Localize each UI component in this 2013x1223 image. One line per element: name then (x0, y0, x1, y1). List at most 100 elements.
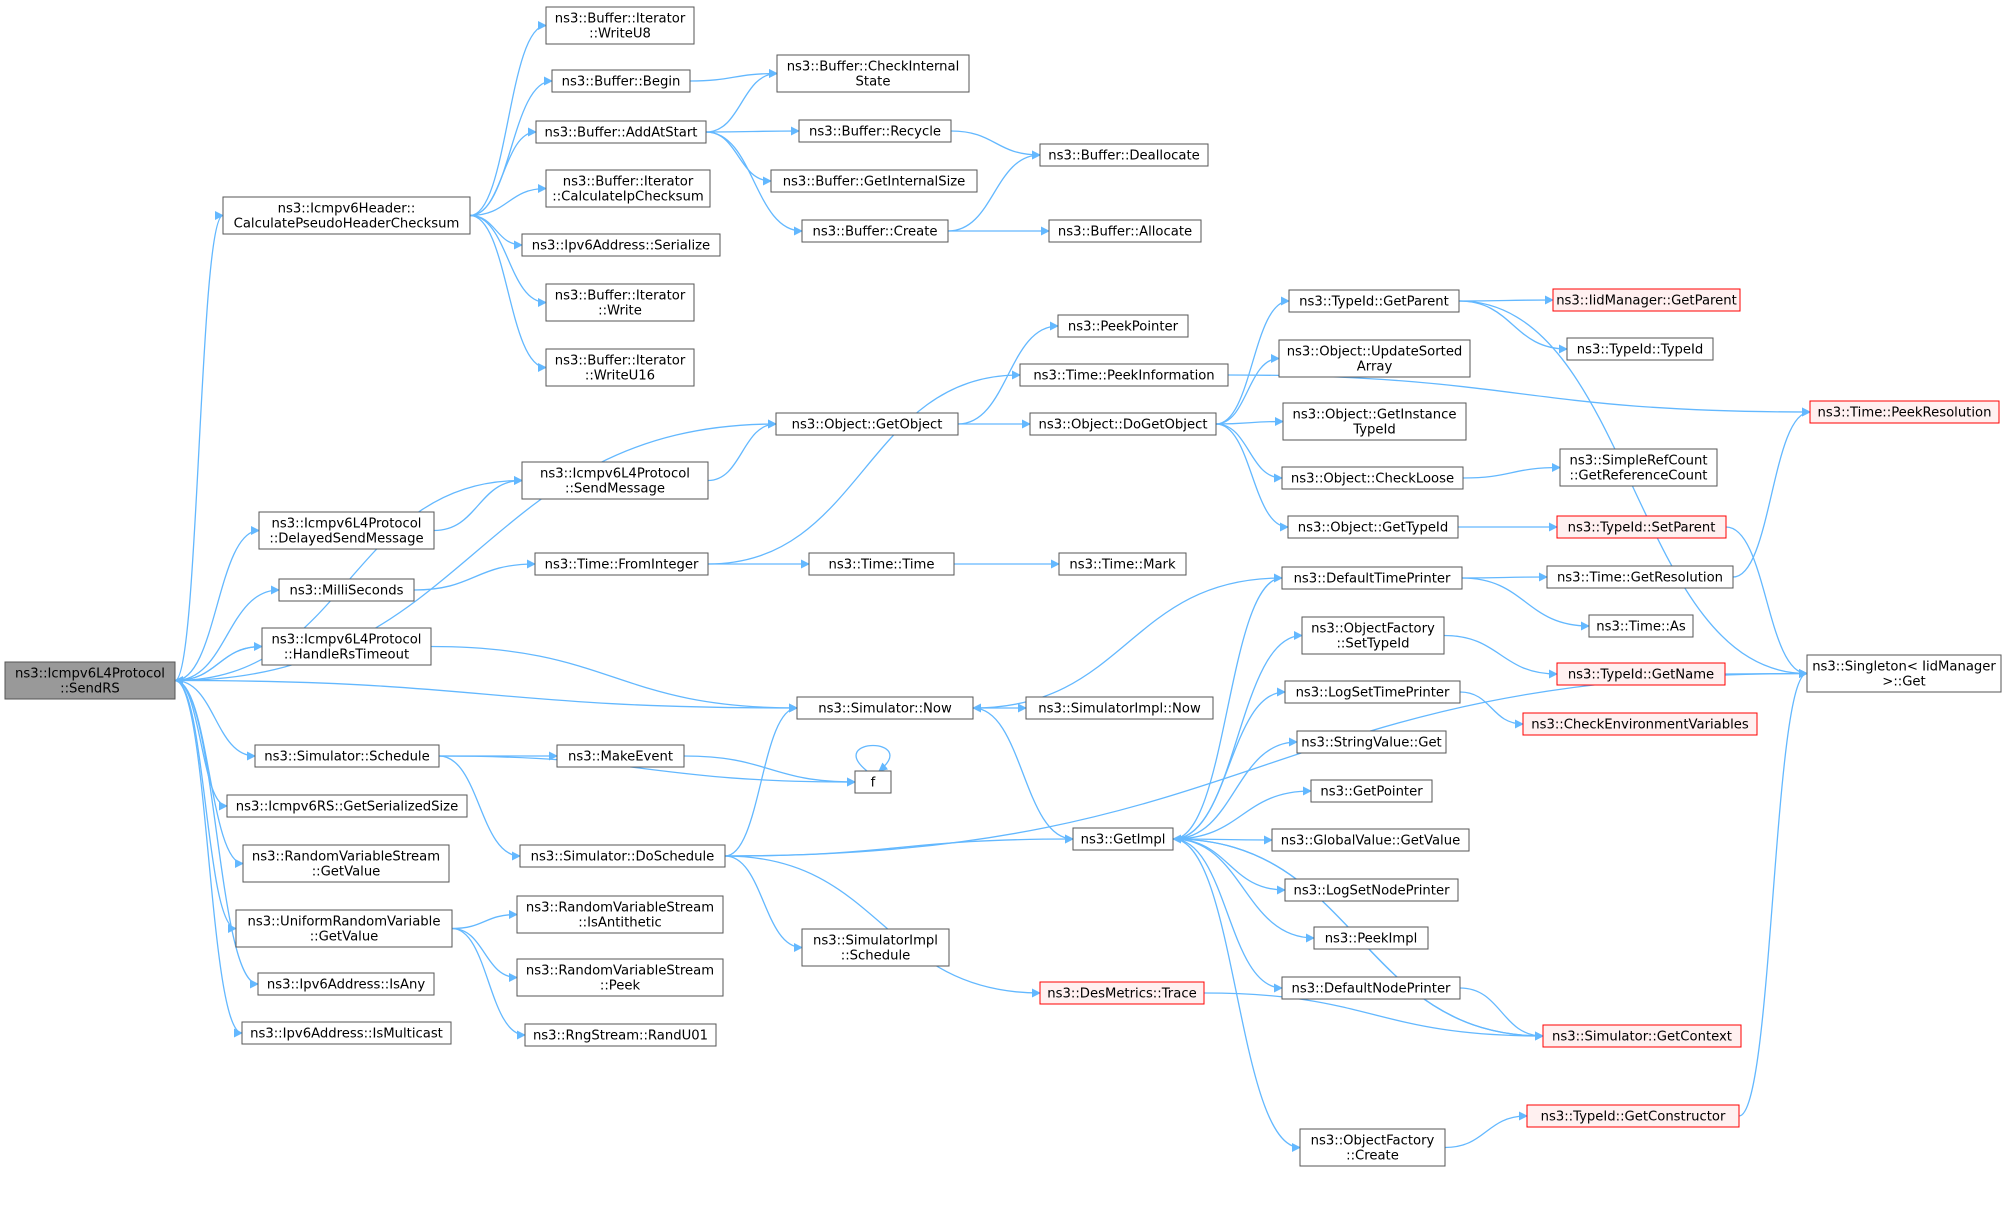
node-schedule[interactable]: ns3::Simulator::Schedule (254, 744, 440, 768)
node-peekpointer[interactable]: ns3::PeekPointer (1057, 314, 1189, 338)
node-addatstart[interactable]: ns3::Buffer::AddAtStart (535, 120, 707, 144)
node-rvspeek[interactable]: ns3::RandomVariableStream::Peek (516, 958, 724, 997)
node-box[interactable] (1019, 363, 1229, 387)
node-getresolution[interactable]: ns3::Time::GetResolution (1546, 565, 1734, 589)
node-f[interactable]: f (854, 770, 892, 794)
node-box[interactable] (1039, 143, 1209, 167)
node-box[interactable] (1310, 779, 1433, 803)
node-box[interactable] (521, 233, 721, 257)
node-doschedule[interactable]: ns3::Simulator::DoSchedule (519, 844, 726, 868)
node-peekresolution[interactable]: ns3::Time::PeekResolution (1809, 400, 2000, 424)
node-allocate[interactable]: ns3::Buffer::Allocate (1048, 219, 1202, 243)
node-box[interactable] (516, 895, 724, 934)
node-deallocate[interactable]: ns3::Buffer::Deallocate (1039, 143, 1209, 167)
node-box[interactable] (1287, 515, 1459, 539)
node-setparent[interactable]: ns3::TypeId::SetParent (1556, 515, 1727, 539)
node-ipv6ismulticast[interactable]: ns3::Ipv6Address::IsMulticast (241, 1021, 452, 1045)
node-box[interactable] (254, 744, 440, 768)
node-factorycreate[interactable]: ns3::ObjectFactory::Create (1299, 1128, 1446, 1167)
node-singletonget[interactable]: ns3::Singleton< IidManager>::Get (1806, 654, 2002, 693)
node-box[interactable] (535, 120, 707, 144)
node-checkloose[interactable]: ns3::Object::CheckLoose (1281, 466, 1464, 490)
node-sendmessage[interactable]: ns3::Icmpv6L4Protocol::SendMessage (521, 461, 709, 500)
node-begin[interactable]: ns3::Buffer::Begin (551, 69, 691, 93)
node-box[interactable] (1559, 448, 1718, 487)
node-box[interactable] (808, 552, 955, 576)
node-timeas[interactable]: ns3::Time::As (1588, 614, 1694, 638)
node-box[interactable] (258, 511, 435, 550)
node-simimplschedule[interactable]: ns3::SimulatorImpl::Schedule (801, 928, 950, 967)
node-getimpl[interactable]: ns3::GetImpl (1072, 827, 1174, 851)
node-makeevent[interactable]: ns3::MakeEvent (556, 744, 685, 768)
node-getrefcount[interactable]: ns3::SimpleRefCount::GetReferenceCount (1559, 448, 1718, 487)
node-box[interactable] (257, 972, 435, 996)
node-box[interactable] (1025, 696, 1214, 720)
node-box[interactable] (226, 794, 468, 818)
node-logsetnodeprinter[interactable]: ns3::LogSetNodePrinter (1284, 878, 1459, 902)
node-box[interactable] (534, 552, 709, 576)
node-box[interactable] (1546, 565, 1734, 589)
node-getobject[interactable]: ns3::Object::GetObject (775, 412, 959, 436)
node-box[interactable] (524, 1023, 717, 1047)
node-box[interactable] (854, 770, 892, 794)
node-box[interactable] (1284, 878, 1459, 902)
node-timemark[interactable]: ns3::Time::Mark (1058, 552, 1187, 576)
node-box[interactable] (556, 744, 685, 768)
node-box[interactable] (1806, 654, 2002, 693)
node-box[interactable] (1281, 976, 1461, 1000)
node-box[interactable] (1522, 712, 1758, 736)
node-getcontext[interactable]: ns3::Simulator::GetContext (1542, 1024, 1742, 1048)
node-box[interactable] (545, 348, 695, 387)
node-box[interactable] (1552, 288, 1741, 312)
node-writeu8[interactable]: ns3::Buffer::Iterator::WriteU8 (545, 6, 695, 45)
node-destrace[interactable]: ns3::DesMetrics::Trace (1039, 981, 1205, 1005)
node-peekinformation[interactable]: ns3::Time::PeekInformation (1019, 363, 1229, 387)
node-box[interactable] (801, 219, 949, 243)
node-box[interactable] (1278, 339, 1471, 378)
node-box[interactable] (775, 412, 959, 436)
node-box[interactable] (770, 169, 978, 193)
node-simimplnow[interactable]: ns3::SimulatorImpl::Now (1025, 696, 1214, 720)
node-frominteger[interactable]: ns3::Time::FromInteger (534, 552, 709, 576)
node-box[interactable] (1057, 314, 1189, 338)
node-box[interactable] (1809, 400, 2000, 424)
node-logsettimeprinter[interactable]: ns3::LogSetTimePrinter (1284, 680, 1461, 704)
node-box[interactable] (242, 844, 450, 883)
node-ipv6isany[interactable]: ns3::Ipv6Address::IsAny (257, 972, 435, 996)
node-checkenv[interactable]: ns3::CheckEnvironmentVariables (1522, 712, 1758, 736)
node-box[interactable] (4, 661, 176, 700)
node-box[interactable] (1058, 552, 1187, 576)
node-box[interactable] (1288, 289, 1460, 313)
node-calcipchecksum[interactable]: ns3::Buffer::Iterator::CalculateIpChecks… (545, 169, 711, 208)
node-getconstructor[interactable]: ns3::TypeId::GetConstructor (1526, 1104, 1740, 1128)
node-iterwrite[interactable]: ns3::Buffer::Iterator::Write (545, 283, 695, 322)
node-calcpseudo[interactable]: ns3::Icmpv6Header::CalculatePseudoHeader… (222, 196, 471, 235)
node-box[interactable] (1556, 515, 1727, 539)
node-defaultnodeprinter[interactable]: ns3::DefaultNodePrinter (1281, 976, 1461, 1000)
node-globalvalueget[interactable]: ns3::GlobalValue::GetValue (1271, 828, 1470, 852)
node-ipv6serialize[interactable]: ns3::Ipv6Address::Serialize (521, 233, 721, 257)
node-box[interactable] (1281, 466, 1464, 490)
node-delayedsend[interactable]: ns3::Icmpv6L4Protocol::DelayedSendMessag… (258, 511, 435, 550)
node-dogetobject[interactable]: ns3::Object::DoGetObject (1029, 412, 1217, 436)
node-isantithetic[interactable]: ns3::RandomVariableStream::IsAntithetic (516, 895, 724, 934)
node-box[interactable] (1029, 412, 1217, 436)
node-milliseconds[interactable]: ns3::MilliSeconds (278, 578, 415, 602)
node-box[interactable] (235, 909, 453, 948)
node-rvsgetvalue[interactable]: ns3::RandomVariableStream::GetValue (242, 844, 450, 883)
node-box[interactable] (1284, 680, 1461, 704)
node-box[interactable] (1299, 1128, 1446, 1167)
node-box[interactable] (1048, 219, 1202, 243)
node-box[interactable] (1588, 614, 1694, 638)
node-box[interactable] (551, 69, 691, 93)
node-iidgetparent[interactable]: ns3::IidManager::GetParent (1552, 288, 1741, 312)
node-box[interactable] (545, 283, 695, 322)
node-randu01[interactable]: ns3::RngStream::RandU01 (524, 1023, 717, 1047)
node-box[interactable] (1313, 926, 1429, 950)
node-box[interactable] (1566, 337, 1714, 361)
node-box[interactable] (1281, 566, 1463, 590)
node-typeidgetname[interactable]: ns3::TypeId::GetName (1556, 662, 1726, 686)
node-box[interactable] (776, 54, 970, 93)
